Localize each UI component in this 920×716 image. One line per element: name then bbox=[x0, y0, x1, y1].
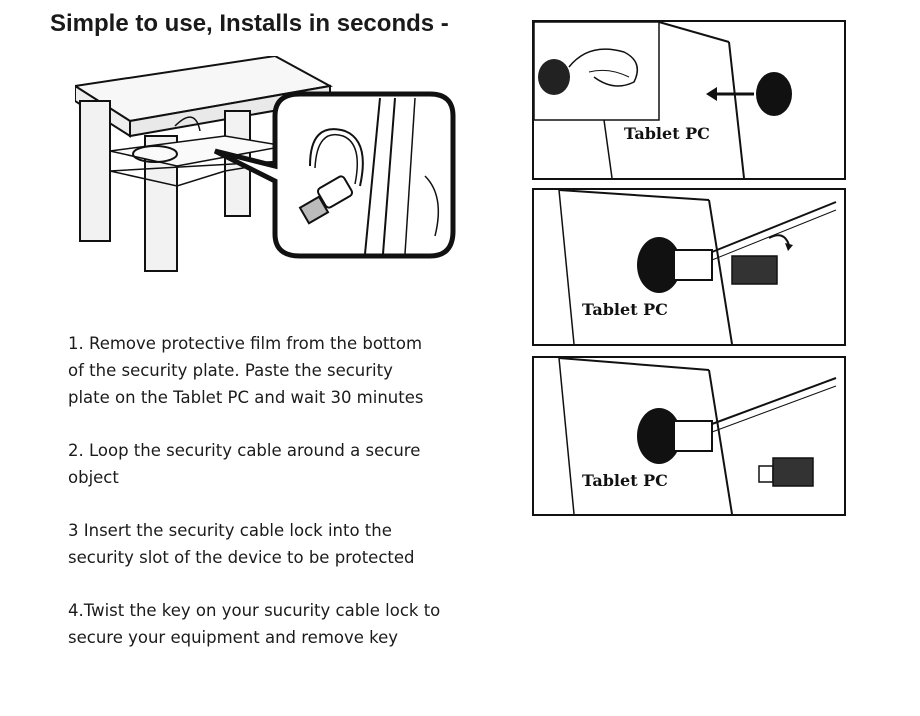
step-2: 2. Loop the security cable around a secu… bbox=[68, 437, 508, 491]
instructions-list: 1. Remove protective film from the botto… bbox=[68, 330, 508, 677]
step-4-line-2: secure your equipment and remove key bbox=[68, 628, 399, 647]
step-1-line-3: plate on the Tablet PC and wait 30 minut… bbox=[68, 388, 424, 407]
step-3-line-2: security slot of the device to be protec… bbox=[68, 548, 415, 567]
step-1-line-1: 1. Remove protective film from the botto… bbox=[68, 334, 423, 353]
panel-3-tablet-label: Tablet PC bbox=[582, 471, 668, 490]
panel-1-tablet-label: Tablet PC bbox=[624, 124, 710, 143]
page-title: Simple to use, Installs in seconds - bbox=[50, 10, 449, 37]
step-4: 4.Twist the key on your sucurity cable l… bbox=[68, 597, 508, 651]
step-2-line-2: object bbox=[68, 468, 119, 487]
remove-key-drawing: Tablet PC bbox=[558, 358, 837, 514]
step-1: 1. Remove protective film from the botto… bbox=[68, 330, 508, 411]
panel-remove-key: Tablet PC bbox=[532, 356, 846, 516]
step-1-line-2: of the security plate. Paste the securit… bbox=[68, 361, 393, 380]
attach-plate-drawing: Tablet PC bbox=[534, 22, 792, 178]
step-3: 3 Insert the security cable lock into th… bbox=[68, 517, 508, 571]
panel-attach-plate: Tablet PC bbox=[532, 20, 846, 180]
insert-lock-drawing: Tablet PC bbox=[558, 190, 837, 344]
step-3-line-1: 3 Insert the security cable lock into th… bbox=[68, 521, 392, 540]
table-illustration bbox=[72, 54, 475, 281]
panel-2-tablet-label: Tablet PC bbox=[582, 300, 668, 319]
panel-insert-lock: Tablet PC bbox=[532, 188, 846, 346]
step-4-line-1: 4.Twist the key on your sucurity cable l… bbox=[68, 601, 441, 620]
table-with-cable-drawing bbox=[72, 54, 456, 272]
step-2-line-1: 2. Loop the security cable around a secu… bbox=[68, 441, 421, 460]
